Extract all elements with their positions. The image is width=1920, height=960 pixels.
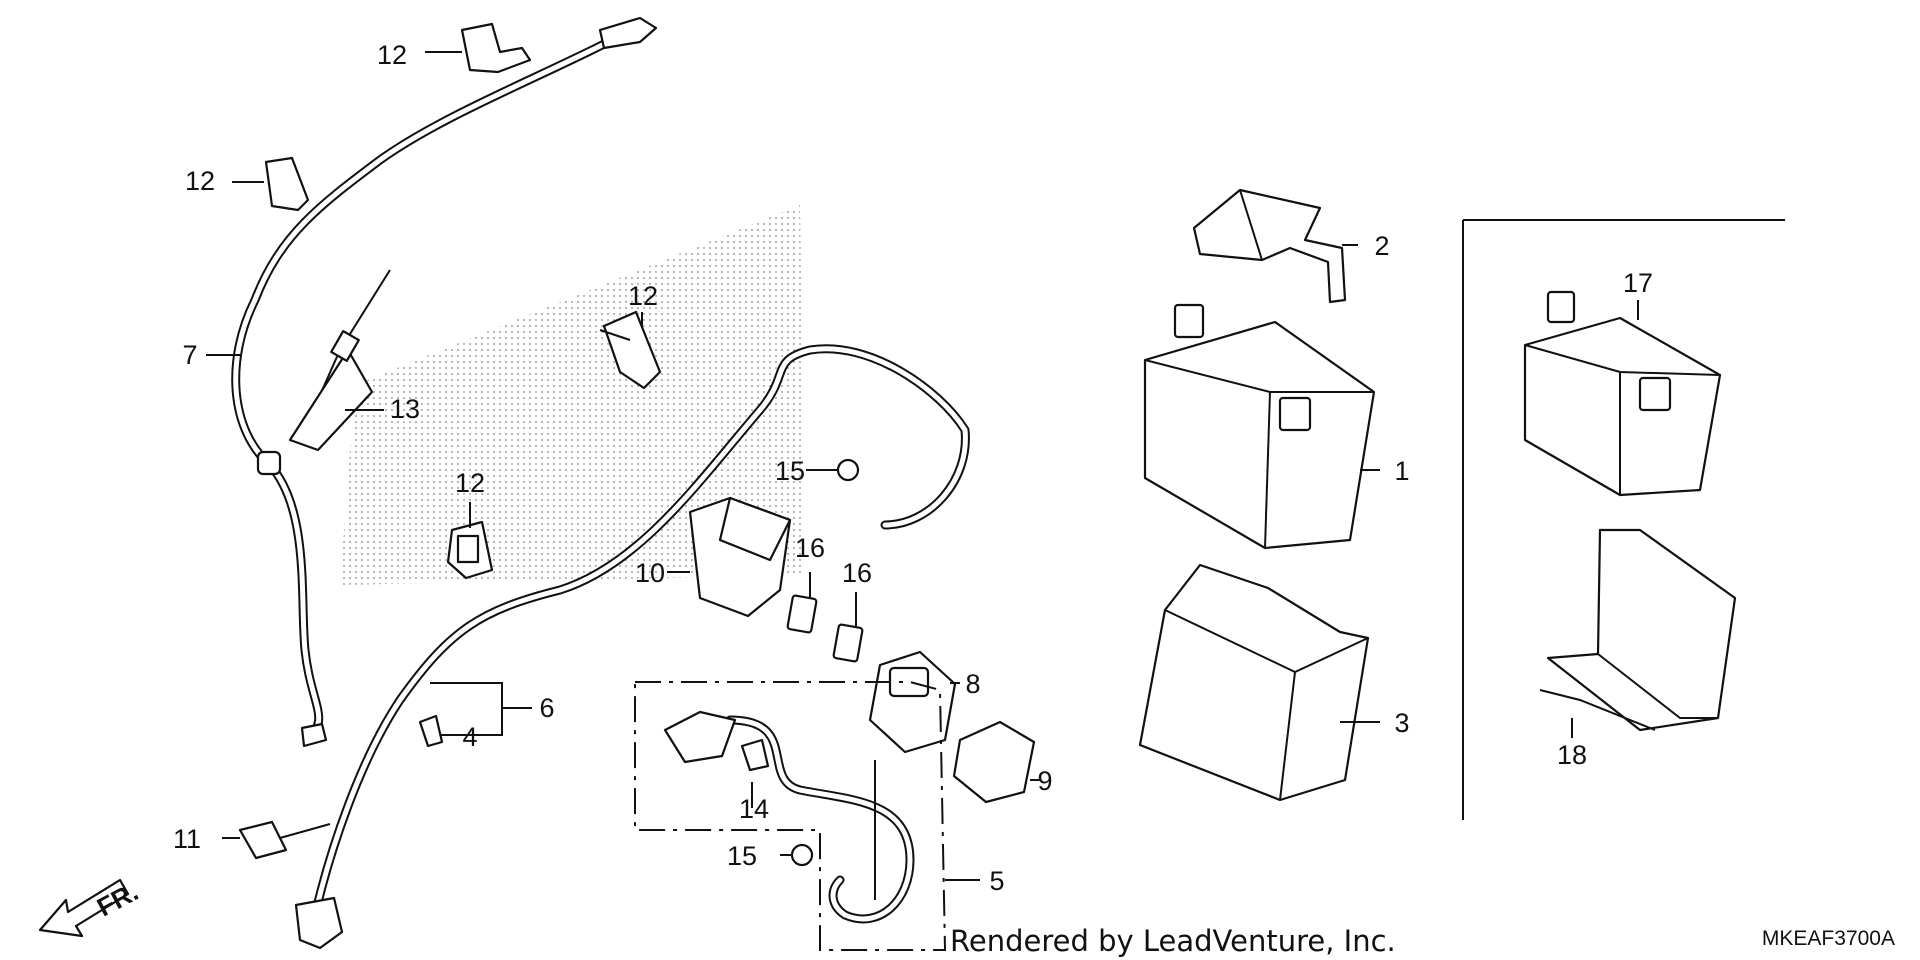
part-2-strap (1192, 188, 1347, 304)
callout-3: 3 (1394, 708, 1409, 738)
part-13-cable-tie (288, 269, 391, 452)
front-direction-arrow: FR. (38, 876, 143, 938)
part-9-relay-cover (952, 720, 1036, 804)
callout-12-d: 12 (455, 468, 485, 498)
part-1-battery (1143, 303, 1376, 550)
part-18-battery-box (1539, 528, 1737, 732)
part-4-clip (418, 714, 444, 748)
kit-frame (1462, 219, 1785, 820)
leader-lines (206, 51, 1639, 881)
callout-7: 7 (182, 340, 197, 370)
credit-text: Rendered by LeadVenture, Inc. (950, 924, 1396, 958)
part-15-bolt-lower (790, 843, 814, 867)
callout-9: 9 (1037, 766, 1052, 796)
callout-6: 6 (539, 693, 554, 723)
callout-numbers: 12 12 12 12 7 13 6 4 11 10 16 16 15 15 1… (173, 40, 1653, 896)
part-12-clamp-left (264, 156, 310, 212)
diagram-code: MKEAF3700A (1762, 927, 1895, 950)
callout-2: 2 (1374, 231, 1389, 261)
part-8-relay (868, 650, 957, 754)
part-5-cable (634, 681, 947, 951)
part-16-fuse-b (832, 623, 864, 663)
callout-16-a: 16 (795, 533, 825, 563)
part-16-fuse-a (786, 594, 818, 634)
callout-1: 1 (1394, 456, 1409, 486)
part-14-clip (740, 738, 770, 772)
part-12-clamp-mid (599, 310, 662, 390)
callout-13: 13 (390, 394, 420, 424)
part-11-clamp (238, 820, 331, 860)
callout-18: 18 (1557, 740, 1587, 770)
part-3-battery-box (1138, 563, 1370, 802)
part-6-cable (294, 344, 970, 950)
part-12-clamp-low (446, 520, 494, 580)
callout-14: 14 (739, 794, 769, 824)
part-10-cover (688, 496, 792, 618)
callout-8: 8 (965, 669, 980, 699)
callout-4: 4 (462, 722, 477, 752)
callout-11: 11 (173, 824, 201, 854)
part-7-cable (231, 16, 658, 748)
callout-15-b: 15 (727, 841, 757, 871)
callout-5: 5 (989, 866, 1004, 896)
part-15-bolt-upper (836, 458, 860, 482)
callout-16-b: 16 (842, 558, 872, 588)
callout-17: 17 (1623, 268, 1653, 298)
callout-12-a: 12 (377, 40, 407, 70)
callout-10: 10 (635, 558, 665, 588)
callout-12-c: 12 (628, 281, 658, 311)
front-direction-label: FR. (92, 876, 143, 922)
part-17-battery (1523, 290, 1722, 497)
callout-15-a: 15 (775, 456, 805, 486)
callout-12-b: 12 (185, 166, 215, 196)
part-12-clamp-top (460, 22, 532, 74)
